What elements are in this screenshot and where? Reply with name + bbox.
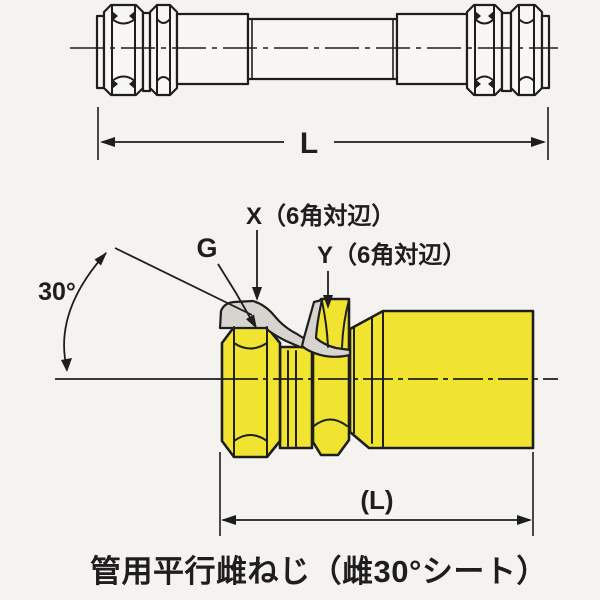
seat-angle-line <box>114 247 253 316</box>
arrowhead-right <box>517 515 532 525</box>
hose-assembly-view: L <box>70 3 558 160</box>
arrowhead-right <box>531 137 546 147</box>
fitting-swivel-hex-nut <box>220 325 282 459</box>
hose-left-socket <box>175 12 250 86</box>
hose-body <box>246 17 399 81</box>
angle-label: 30° <box>38 278 76 306</box>
dimension-L-paren-label: (L) <box>360 485 393 515</box>
hose-left-hex-nut <box>102 3 145 97</box>
hose-right-hex-nut <box>465 3 504 97</box>
hex-y-arrowhead <box>323 295 333 309</box>
hex-chamfer-arcs <box>233 342 268 442</box>
thread-label: G <box>196 233 217 263</box>
arrowhead-left <box>100 137 115 147</box>
hose-right-washer <box>500 11 513 93</box>
hex-x-annotation: X（6角対辺） <box>246 202 395 301</box>
hex-y-curves <box>313 299 350 427</box>
dimension-L-label: L <box>300 127 318 160</box>
collar-lines <box>287 350 297 447</box>
seat-angle-annotation: 30° <box>38 247 253 372</box>
section-nut-thread <box>218 299 313 349</box>
arc-arrowhead-top <box>94 252 107 266</box>
thread-leader-arrowhead <box>246 314 257 329</box>
hex-x-arrowhead <box>252 287 262 301</box>
hose-right-flange <box>540 14 551 90</box>
angle-arc <box>63 252 107 370</box>
section-seat-nipple <box>300 298 352 358</box>
fitting-section-view: 30° G X（6角対辺） Y（6角対辺） (L) <box>38 202 558 589</box>
dimension-L-paren: (L) <box>219 452 534 536</box>
arc-arrowhead-bottom <box>61 358 72 372</box>
hose-right-socket <box>395 12 469 86</box>
hex-y-annotation: Y（6角対辺） <box>317 241 466 309</box>
thread-leader-line <box>217 263 253 322</box>
hose-left-hex-2 <box>148 3 179 97</box>
caption-thread-type: 管用平行雌ねじ（雌30°シート） <box>90 554 548 589</box>
hex-face-lines <box>233 326 268 458</box>
thread-annotation: G <box>196 233 257 329</box>
hose-left-washer <box>141 11 152 93</box>
hose-right-hex-2 <box>509 3 544 97</box>
hex-x-label: X（6角対辺） <box>246 202 395 230</box>
hex-y-label: Y（6角対辺） <box>317 241 466 269</box>
dimension-L: L <box>97 107 549 160</box>
arrowhead-left <box>221 515 236 525</box>
